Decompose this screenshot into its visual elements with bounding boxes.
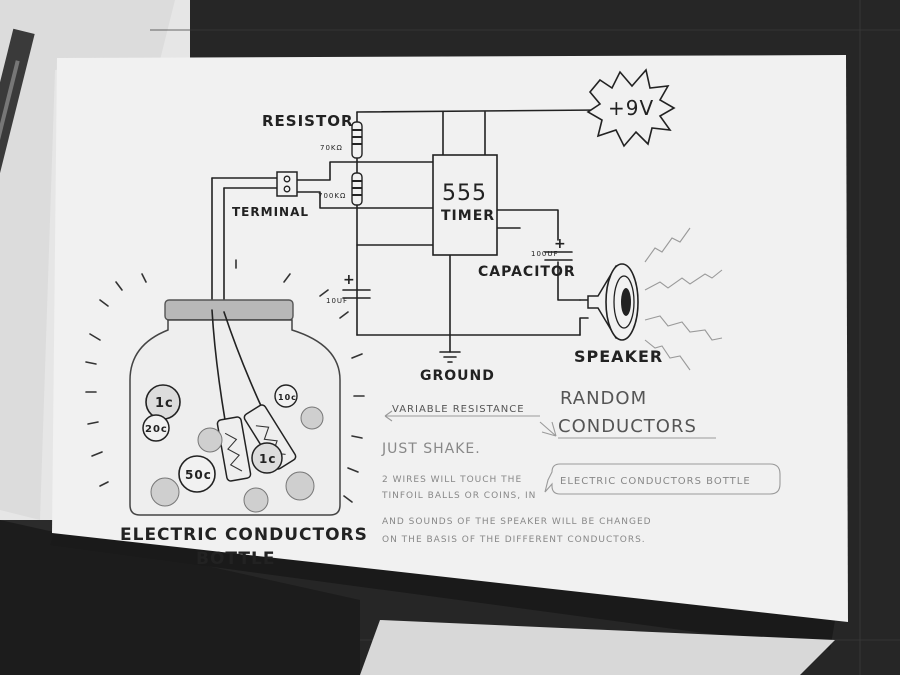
coin-20c-label: 20c — [145, 424, 168, 435]
coin-10c — [274, 384, 298, 408]
bottle-title-line2: BOTTLE — [196, 549, 275, 569]
tinfoil-ball — [243, 487, 269, 513]
coin-1c-label: 1c — [155, 396, 174, 411]
ground-label: GROUND — [420, 368, 495, 384]
note-line-1: 2 WIRES WILL TOUCH THE — [382, 475, 522, 485]
pen-clip — [0, 60, 20, 149]
terminal-label: TERMINAL — [232, 205, 309, 219]
tinfoil-ball — [197, 427, 223, 453]
just-shake-label: JUST SHAKE. — [381, 441, 481, 457]
power-burst — [586, 68, 676, 148]
coin-50c — [178, 455, 216, 493]
coin-1c-b — [251, 442, 283, 474]
cap2-value: 10UF — [326, 297, 348, 305]
coin-1c-b-label: 1c — [259, 452, 276, 466]
terminal-block — [276, 171, 298, 197]
coin-20c — [142, 414, 170, 442]
random-label-line2: CONDUCTORS — [558, 416, 697, 437]
note-line-2: TINFOIL BALLS OR COINS, IN — [381, 491, 536, 501]
timer-label-line1: 555 — [442, 181, 487, 206]
bottle-lid — [164, 299, 294, 321]
sound-waves — [644, 227, 723, 371]
random-label-line1: RANDOM — [560, 388, 647, 409]
coin-10c-label: 10c — [278, 393, 297, 402]
speaker-label: SPEAKER — [574, 347, 663, 366]
variable-resistance-arrow — [384, 410, 557, 437]
resistor-label: RESISTOR — [262, 112, 354, 130]
bottle-title-line1: ELECTRIC CONDUCTORS — [120, 525, 368, 545]
resistor-2-value: 700KΩ — [318, 192, 346, 200]
lower-sheet — [0, 520, 360, 675]
capacitor-label: CAPACITOR — [478, 264, 576, 280]
white-surface-edge — [0, 0, 175, 520]
cap2-plus: + — [343, 272, 356, 288]
coin-50c-label: 50c — [185, 468, 212, 482]
note-line-4: ON THE BASIS OF THE DIFFERENT CONDUCTORS… — [382, 535, 646, 545]
bottle-drawing — [129, 299, 341, 516]
variable-resistance-label: VARIABLE RESISTANCE — [392, 404, 525, 415]
resistor-2 — [351, 172, 363, 206]
speaker-icon — [587, 263, 639, 341]
circuit-wires — [211, 109, 601, 363]
resistor-1 — [351, 121, 363, 159]
power-label: +9V — [608, 96, 654, 120]
cap1-value: 100UF — [531, 250, 559, 258]
bottle-glow — [85, 259, 365, 503]
paper-shadow — [50, 530, 835, 650]
tinfoil-ball — [285, 471, 315, 501]
timer-chip — [432, 154, 498, 256]
timer-label-line2: TIMER — [441, 208, 495, 224]
note-line-3: AND SOUNDS OF THE SPEAKER WILL BE CHANGE… — [382, 517, 652, 527]
cap1-plus: + — [554, 236, 567, 252]
paper-under — [360, 620, 835, 675]
note-bubble — [544, 463, 781, 495]
note-bubble-text: ELECTRIC CONDUCTORS BOTTLE — [560, 476, 751, 487]
resistor-1-value: 70KΩ — [320, 144, 343, 152]
tinfoil-ball — [300, 406, 324, 430]
tinfoil-ball — [150, 477, 180, 507]
